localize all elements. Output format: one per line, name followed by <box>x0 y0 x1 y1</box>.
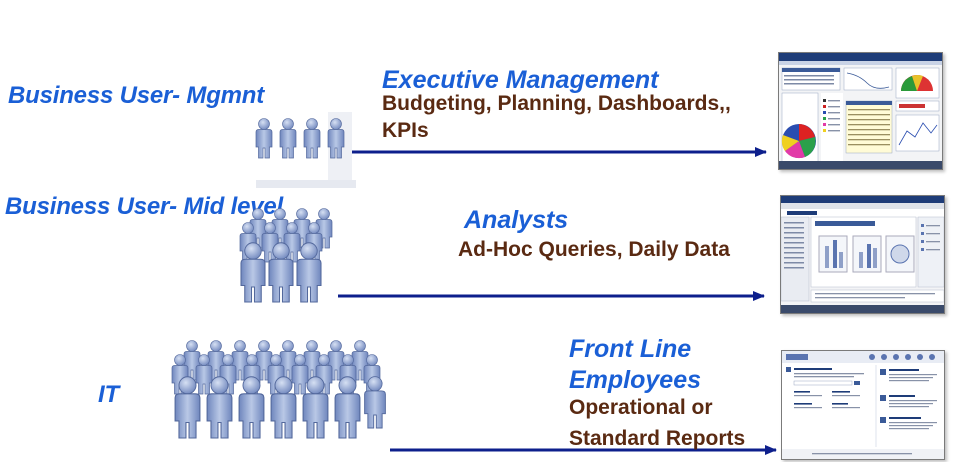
people-group-large-icon <box>171 340 386 439</box>
tier-3-title: Front Line Employees <box>569 334 701 396</box>
people-group-medium-icon <box>239 208 333 303</box>
report-portal-screenshot-icon <box>781 350 945 460</box>
tier-3-description-line-1: Operational or <box>569 396 713 419</box>
dashboard-screenshot-icon <box>778 52 943 170</box>
tier-2-user-label: Business User- Mid level <box>5 193 283 220</box>
tier-1-arrow <box>352 147 767 157</box>
tier-3-description: Operational or Standard Reports <box>569 392 745 454</box>
tier-3-description-line-2: Standard Reports <box>569 427 746 450</box>
analysis-screenshot-icon <box>780 195 945 314</box>
tier-3-user-label: IT <box>98 381 119 408</box>
tier-3-title-line-2: Employees <box>569 366 702 394</box>
tier-2-arrow <box>338 291 765 301</box>
tier-2-description: Ad-Hoc Queries, Daily Data <box>458 238 730 261</box>
tier-1-user-label: Business User- Mgmnt <box>8 82 265 109</box>
people-group-small-icon <box>255 112 356 188</box>
tier-1-description: Budgeting, Planning, Dashboards,, KPIs <box>382 92 731 142</box>
tier-3-title-line-1: Front Line <box>569 335 692 363</box>
tier-3-arrow <box>390 445 777 455</box>
tier-2-title: Analysts <box>464 206 569 234</box>
tier-1-title: Executive Management <box>382 66 659 94</box>
